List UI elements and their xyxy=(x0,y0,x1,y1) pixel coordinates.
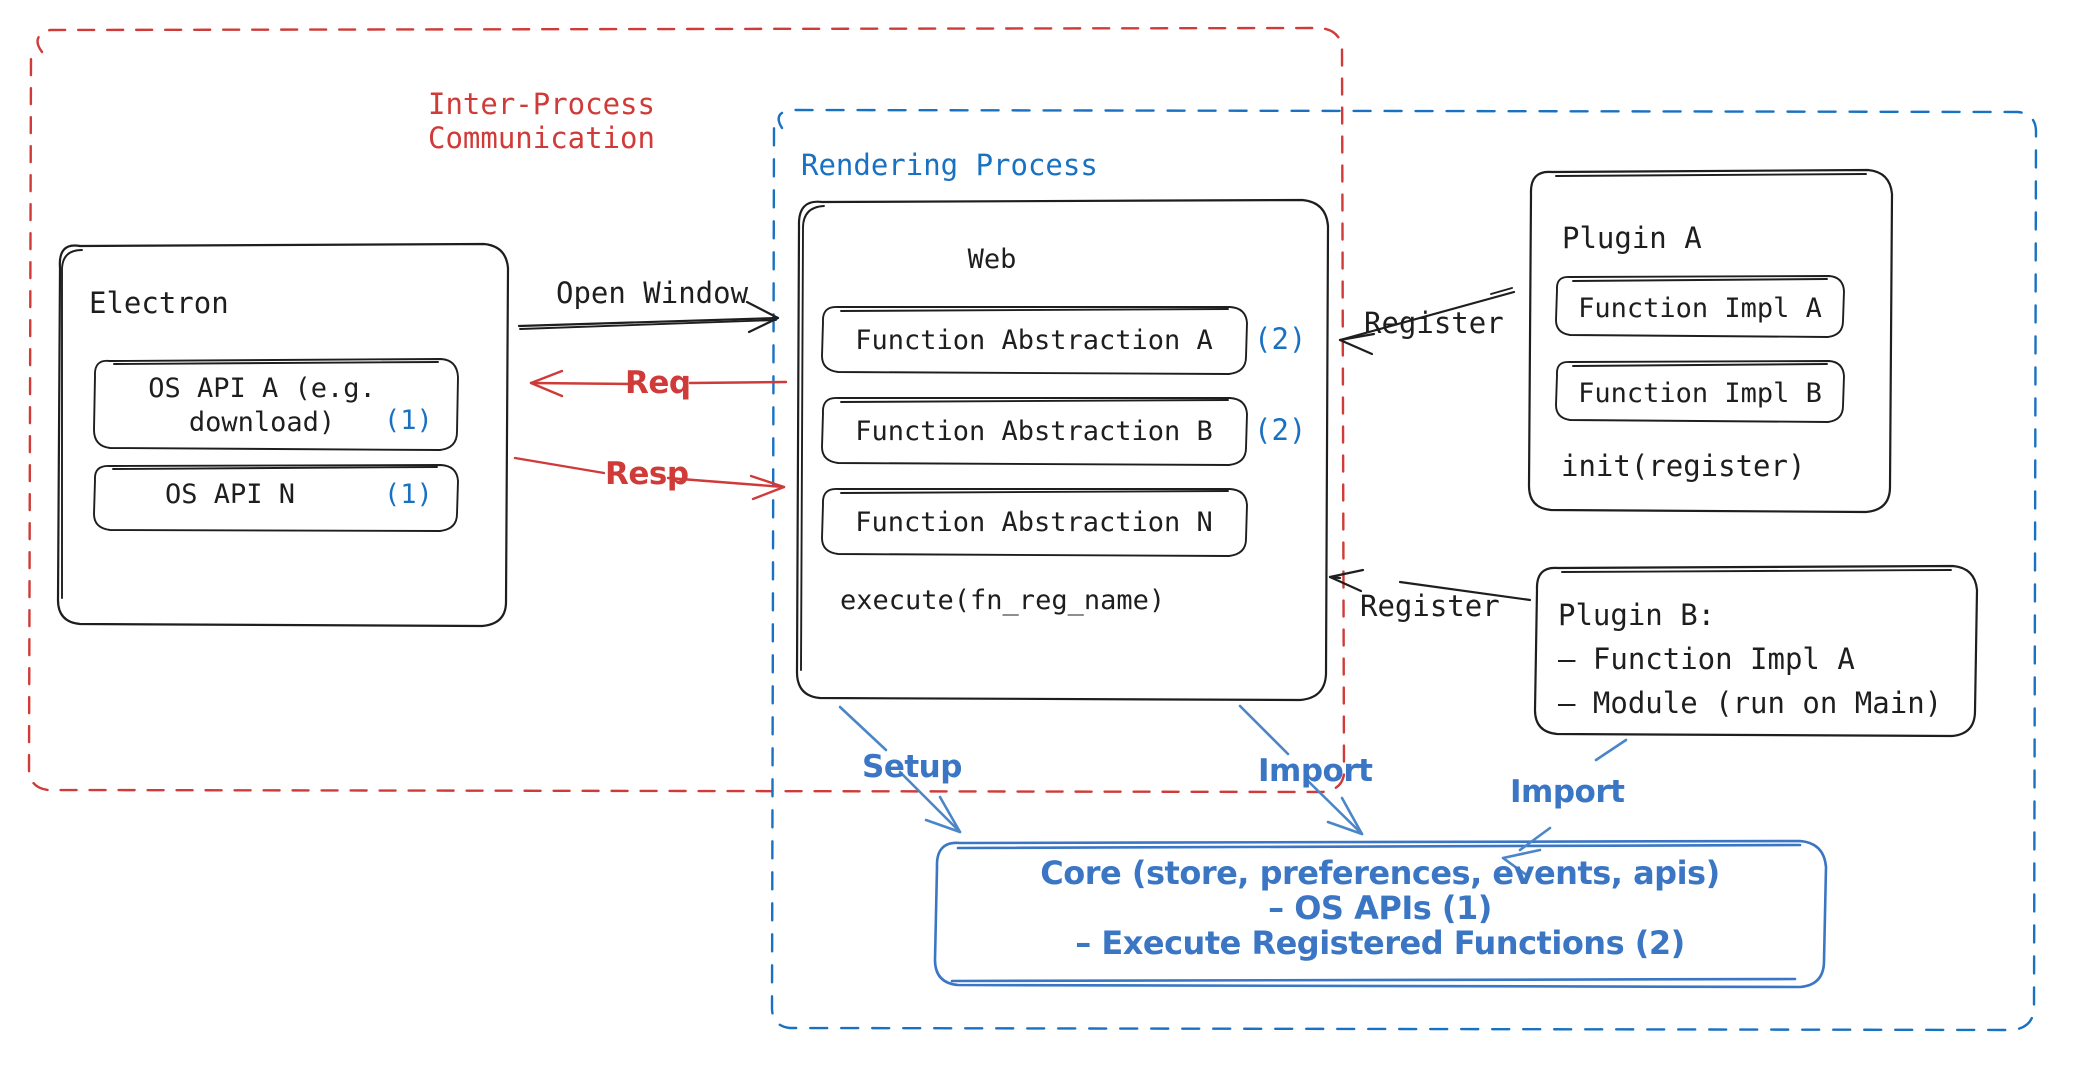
os-api-n-label: OS API N xyxy=(164,479,296,510)
os-api-a-label-line1: OS API A (e.g. xyxy=(148,373,376,404)
arrow-import-plugin-b xyxy=(1501,738,1628,878)
plugin-b-line-2: – Module (run on Main) xyxy=(1558,686,1943,720)
plugin-b-box-outline xyxy=(1533,564,1979,738)
core-line-3: – Execute Registered Functions (2) xyxy=(1075,924,1685,962)
function-abstraction-b-label: Function Abstraction B xyxy=(855,416,1213,447)
function-abstraction-b-marker: (2) xyxy=(1254,413,1307,447)
plugin-a-init-label: init(register) xyxy=(1561,449,1806,483)
ipc-container-outline xyxy=(27,26,1346,794)
function-abstraction-b-box-outline xyxy=(821,397,1248,466)
rendering-process-container-outline xyxy=(770,108,2038,1032)
plugin-a-box-outline xyxy=(1527,168,1894,514)
arrow-import-web xyxy=(1238,704,1364,836)
core-line-2: – OS APIs (1) xyxy=(1268,889,1492,927)
plugin-b-title: Plugin B: xyxy=(1558,598,1716,632)
arrow-import-plugin-b-label: Import xyxy=(1510,774,1625,810)
arrow-register-plugin-a-label: Register xyxy=(1364,306,1504,340)
electron-title: Electron xyxy=(89,286,229,320)
arrow-req xyxy=(529,369,788,398)
arrow-register-plugin-b-label: Register xyxy=(1360,589,1500,623)
arrow-req-label: Req xyxy=(625,365,691,401)
function-abstraction-a-label: Function Abstraction A xyxy=(855,325,1213,356)
core-line-1: Core (store, preferences, events, apis) xyxy=(1040,854,1720,892)
arrow-resp xyxy=(513,456,786,501)
rendering-process-label: Rendering Process xyxy=(801,148,1098,182)
os-api-a-label-line2: download) xyxy=(188,407,336,438)
os-api-a-box-outline xyxy=(93,358,459,451)
arrow-open-window xyxy=(517,300,780,334)
ipc-container-label-line2: Communication xyxy=(428,121,655,155)
core-box-outline xyxy=(933,839,1828,989)
arrow-setup xyxy=(838,705,962,834)
function-abstraction-a-marker: (2) xyxy=(1254,322,1307,356)
function-impl-a-label: Function Impl A xyxy=(1578,293,1822,324)
os-api-n-marker: (1) xyxy=(384,479,433,510)
arrow-register-plugin-a xyxy=(1338,287,1516,356)
os-api-n-box-outline xyxy=(93,464,459,532)
function-impl-b-box-outline xyxy=(1555,360,1845,423)
function-impl-a-box-outline xyxy=(1555,275,1845,338)
web-title: Web xyxy=(967,244,1017,275)
arrow-import-web-label: Import xyxy=(1258,753,1373,789)
function-abstraction-a-box-outline xyxy=(821,306,1248,375)
os-api-a-marker: (1) xyxy=(384,405,433,436)
ipc-container-label-line1: Inter-Process xyxy=(428,87,655,121)
plugin-a-title: Plugin A xyxy=(1562,221,1702,255)
web-execute-label: execute(fn_reg_name) xyxy=(840,585,1166,616)
electron-box-outline xyxy=(56,242,510,628)
web-box-outline xyxy=(795,198,1330,702)
arrow-register-plugin-b xyxy=(1328,568,1532,602)
arrow-resp-label: Resp xyxy=(605,456,689,492)
function-abstraction-n-label: Function Abstraction N xyxy=(855,507,1213,538)
arrow-open-window-label: Open Window xyxy=(556,276,749,310)
arrow-setup-label: Setup xyxy=(862,749,962,785)
plugin-b-line-1: – Function Impl A xyxy=(1558,642,1855,676)
function-abstraction-n-box-outline xyxy=(821,488,1248,557)
function-impl-b-label: Function Impl B xyxy=(1578,378,1822,409)
